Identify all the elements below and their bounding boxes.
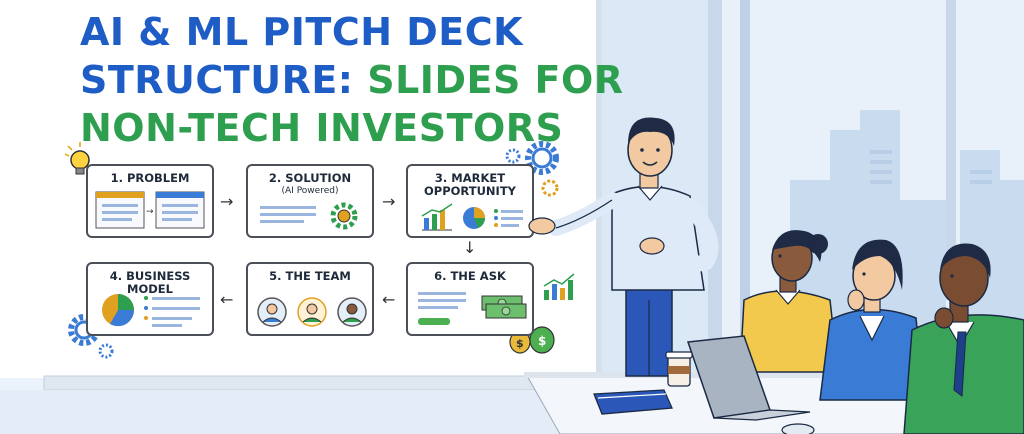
- money-icon: [481, 295, 527, 319]
- person-icon: [337, 297, 367, 327]
- person-icon: [297, 297, 327, 327]
- slide-card-the-team: 5. THE TEAM: [246, 262, 374, 336]
- investor-blue: [819, 239, 925, 401]
- slide-label: 3. MARKET OPPORTUNITY: [408, 172, 532, 198]
- arrow-left: ←: [382, 290, 396, 309]
- title-line-2b: SLIDES FOR: [367, 58, 624, 102]
- slide-label-line1: 3. MARKET: [434, 171, 506, 185]
- laptop: [686, 335, 811, 421]
- slide-card-market-opportunity: 3. MARKET OPPORTUNITY: [406, 164, 534, 238]
- presenter-hair: [628, 117, 675, 146]
- arrow-right: →: [382, 192, 396, 211]
- investor-green: [903, 243, 1024, 434]
- slide-label: 5. THE TEAM: [269, 269, 351, 283]
- svg-text:$: $: [516, 337, 524, 350]
- gear-icon: [98, 343, 114, 359]
- arrow-right: →: [220, 192, 234, 211]
- money-bag-icon: $: [529, 326, 555, 354]
- title-line-3: NON-TECH INVESTORS: [80, 106, 564, 150]
- team-diagram: [257, 297, 367, 327]
- arrow-left: ←: [220, 290, 234, 309]
- bar-chart-icon: [543, 273, 575, 300]
- page-title: AI & ML PITCH DECK STRUCTURE: SLIDES FOR…: [80, 8, 623, 152]
- slide-label: 6. THE ASK: [434, 269, 506, 283]
- slide-label-line2: OPPORTUNITY: [423, 184, 516, 198]
- arrow-down: ↓: [463, 238, 477, 257]
- slide-card-the-ask: 6. THE ASK: [406, 262, 534, 336]
- problem-diagram: →: [95, 191, 205, 229]
- title-line-1: AI & ML PITCH DECK: [80, 10, 524, 54]
- market-diagram: [421, 203, 523, 231]
- title-line-2a: STRUCTURE:: [80, 58, 368, 102]
- svg-text:→: →: [146, 207, 154, 217]
- title-line-2: STRUCTURE: SLIDES FOR: [80, 56, 623, 104]
- investor-yellow: [739, 230, 839, 373]
- notebook: [593, 389, 673, 415]
- gear-icon: [525, 141, 559, 175]
- solution-diagram: [260, 202, 358, 230]
- slide-label: 4. BUSINESS MODEL: [109, 269, 191, 296]
- lightbulb-icon: [64, 142, 90, 175]
- business-model-diagram: [102, 294, 200, 327]
- slide-sublabel: (AI Powered): [281, 186, 339, 196]
- window-frame-right: [946, 0, 956, 300]
- svg-text:$: $: [538, 334, 546, 348]
- person-icon: [257, 297, 287, 327]
- coffee-cup: [665, 351, 693, 387]
- gear-icon: [541, 179, 559, 197]
- gear-icon: [505, 148, 521, 164]
- ask-diagram: [418, 292, 527, 325]
- slide-card-business-model: 4. BUSINESS MODEL: [86, 262, 214, 336]
- presenter-hand: [528, 217, 556, 235]
- presenter: [528, 117, 719, 377]
- slide-card-problem: 1. PROBLEM →: [86, 164, 214, 238]
- slide-label: 2. SOLUTION: [268, 171, 352, 185]
- slide-card-solution: 2. SOLUTION (AI Powered): [246, 164, 374, 238]
- slide-label: 1. PROBLEM: [110, 171, 190, 185]
- window-frame-left: [708, 0, 722, 434]
